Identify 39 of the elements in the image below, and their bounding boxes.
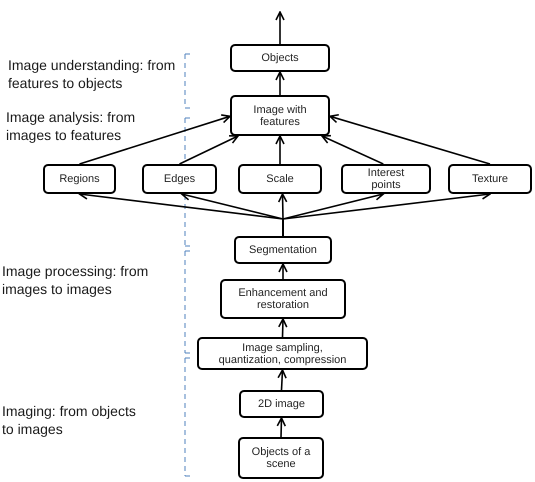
stage-label: Imaging: from objects to images [2,402,137,438]
arrow [275,135,285,164]
step-label: Enhancement and restoration [237,287,329,311]
arrow [275,71,285,95]
process-box [238,164,322,194]
step-label: Objects of a scene [250,446,312,470]
process-box [230,44,330,72]
step-label: Edges [164,173,196,185]
stage-label: Image processing: from images to images [2,262,150,298]
process-box [142,164,217,194]
step-label: 2D image [258,398,306,410]
process-box [220,279,346,319]
process-box [341,164,431,194]
arrow [277,369,287,390]
process-box [239,390,324,418]
arrow [275,11,285,44]
step-label: Image sampling, quantization, compression [218,342,348,366]
process-box [197,337,368,370]
process-box [448,164,532,194]
process-box [234,236,332,264]
process-box [230,95,330,136]
step-label: Image with features [252,104,308,128]
stage-label: Image analysis: from images to features [6,108,136,144]
step-label: Regions [59,173,100,185]
arrow [329,114,490,165]
arrow [276,417,286,438]
arrow [179,135,239,165]
step-label: Segmentation [249,244,317,256]
step-label: Objects [261,52,299,64]
step-label: Interest points [366,167,406,191]
stage-label: Image understanding: from features to objects [8,56,176,92]
step-label: Scale [266,173,294,185]
process-box [43,164,116,194]
step-label: Texture [472,173,508,185]
arrow [278,263,288,279]
arrow [321,134,384,165]
arrow [79,114,231,165]
arrow [278,318,288,338]
process-box [238,437,324,479]
